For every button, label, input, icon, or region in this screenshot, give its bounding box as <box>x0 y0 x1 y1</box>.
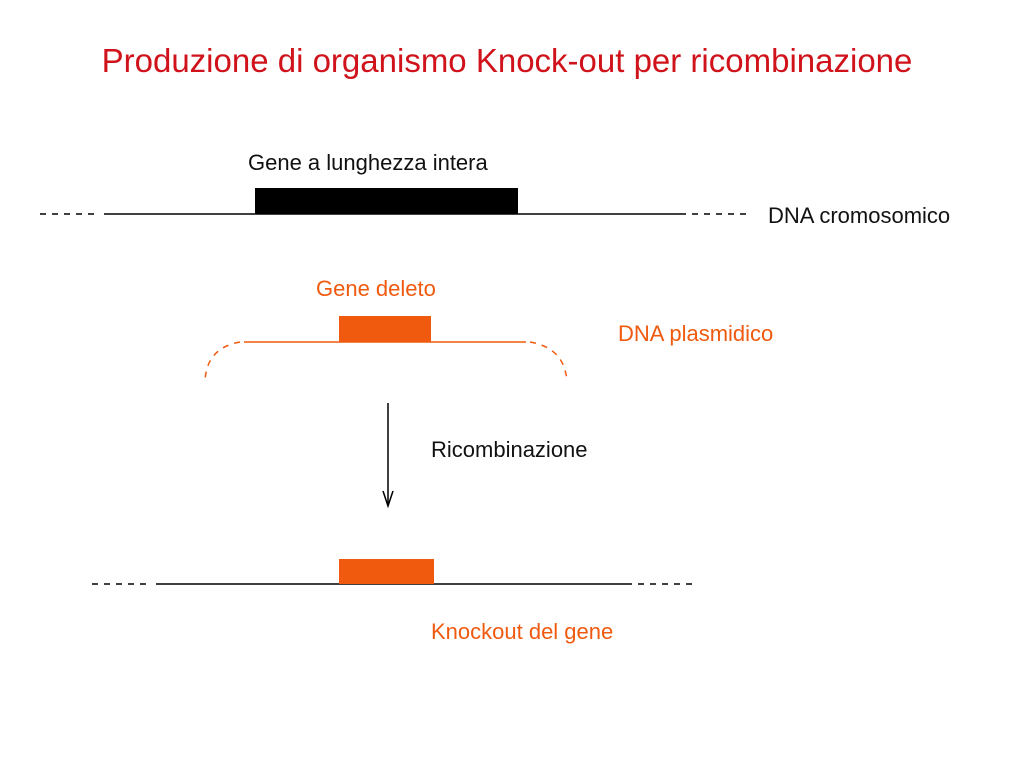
page-title: Produzione di organismo Knock-out per ri… <box>101 42 913 79</box>
knockout-gene-block <box>339 559 434 584</box>
plasmid-dna-arc-right <box>529 341 568 383</box>
plasmid-dna-strand <box>204 316 568 383</box>
chromosomal-dna-label: DNA cromosomico <box>768 203 951 228</box>
knockout-gene-label: Knockout del gene <box>431 619 614 644</box>
full-length-gene-block <box>255 188 518 214</box>
plasmid-dna-arc-left <box>204 341 241 383</box>
full-length-gene-label: Gene a lunghezza intera <box>248 150 488 175</box>
deleted-gene-block <box>339 316 431 342</box>
plasmid-dna-label: DNA plasmidico <box>618 321 774 346</box>
deleted-gene-label: Gene deleto <box>316 276 436 301</box>
recombination-arrow <box>382 403 394 509</box>
chromosomal-dna-strand <box>40 188 752 215</box>
recombination-label: Ricombinazione <box>431 437 588 462</box>
knockout-dna-strand <box>92 559 698 585</box>
